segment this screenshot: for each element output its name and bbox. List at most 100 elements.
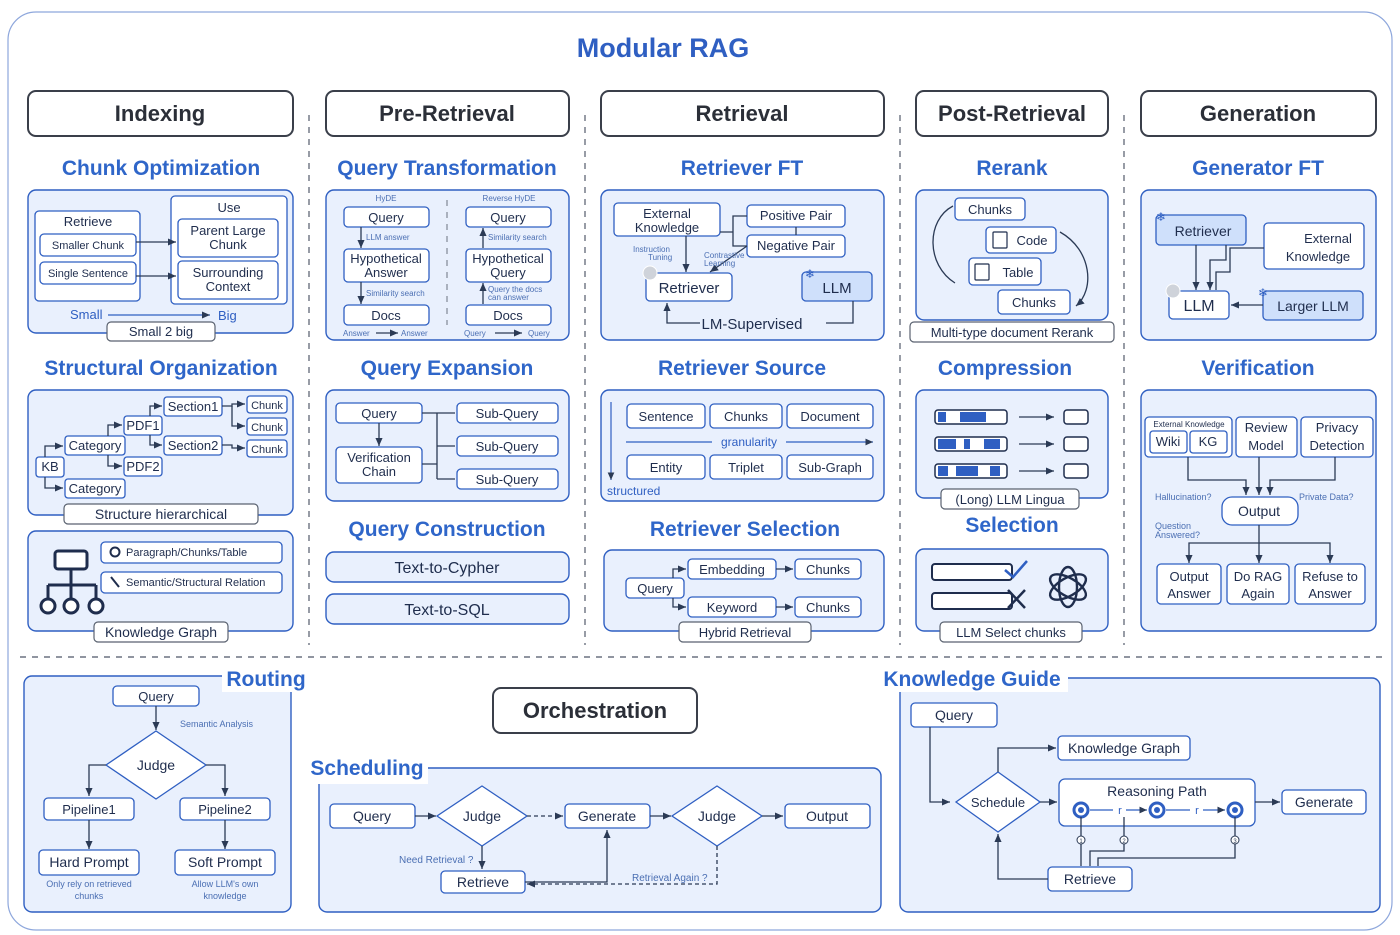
- cross-icon: [1007, 589, 1026, 609]
- instruction-tuning-1: Instruction: [633, 245, 670, 254]
- hard-note-1: Only rely on retrieved: [46, 879, 132, 889]
- section2-node: Section2: [168, 438, 219, 453]
- soft-note-2: knowledge: [203, 891, 246, 901]
- outer-frame: [7, 11, 1393, 931]
- answer-b: Answer: [401, 329, 428, 338]
- chunk-node-2: Chunk: [251, 422, 283, 434]
- step-2-label: 2: [1122, 839, 1126, 845]
- relation-r-2: r: [1195, 805, 1199, 817]
- stage-post-retrieval: Post-Retrieval: [915, 90, 1109, 137]
- sched-output: Output: [806, 808, 848, 824]
- gen-retriever: Retriever: [1175, 223, 1232, 239]
- output-answer-2: Answer: [1167, 586, 1211, 601]
- structural-organization-panel: KB Category Category PDF1 PDF2 Section1 …: [27, 389, 294, 525]
- sel-query: Query: [637, 581, 673, 596]
- soft-note-1: Allow LLM's own: [192, 879, 259, 889]
- kgd-schedule: Schedule: [971, 795, 1025, 810]
- step-3-label: 3: [1233, 839, 1237, 845]
- parent-large-chunk-1: Parent Large: [190, 223, 265, 238]
- sched-retrieve: Retrieve: [457, 874, 509, 890]
- chunk-optimization-panel: Retrieve Smaller Chunk Single Sentence U…: [27, 189, 294, 342]
- negative-pair: Negative Pair: [757, 238, 836, 253]
- source-sub-graph: Sub-Graph: [798, 460, 862, 475]
- query-docs-1: Query the docs: [488, 285, 542, 294]
- sub-query-3: Sub-Query: [476, 472, 539, 487]
- stage-post-retrieval-label: Post-Retrieval: [938, 101, 1086, 126]
- parent-large-chunk-2: Chunk: [209, 237, 247, 252]
- hyp-query-1: Hypothetical: [472, 251, 544, 266]
- table-file-icon: [974, 263, 990, 281]
- sched-judge-2: Judge: [698, 808, 736, 824]
- category-node-1: Category: [69, 438, 122, 453]
- gen-fire-icon: [1165, 283, 1181, 299]
- rft-external-2: Knowledge: [635, 220, 699, 235]
- output-answer-1: Output: [1169, 569, 1208, 584]
- retriever-selection-title: Retriever Selection: [650, 518, 840, 541]
- llm-select-caption: LLM Select chunks: [956, 625, 1066, 640]
- review-model-1: Review: [1245, 420, 1288, 435]
- source-document: Document: [800, 409, 860, 424]
- similarity-search-left: Similarity search: [366, 289, 425, 298]
- surrounding-context-1: Surrounding: [193, 265, 264, 280]
- retrieval-again-label: Retrieval Again ?: [632, 873, 708, 884]
- query-expansion-title: Query Expansion: [361, 357, 534, 380]
- sel-embedding: Embedding: [699, 562, 765, 577]
- gen-external-2: Knowledge: [1286, 249, 1350, 264]
- need-retrieval-label: Need Retrieval ?: [399, 855, 474, 866]
- rerank-chunks-top: Chunks: [968, 202, 1013, 217]
- sel-chunks-1: Chunks: [806, 562, 851, 577]
- kgd-knowledge-graph: Knowledge Graph: [1068, 740, 1180, 756]
- stage-pre-retrieval-label: Pre-Retrieval: [379, 101, 515, 126]
- hyde-label: HyDE: [376, 194, 397, 203]
- hard-prompt: Hard Prompt: [49, 854, 128, 870]
- hallucination-label: Hallucination?: [1155, 492, 1212, 502]
- sched-query: Query: [353, 808, 391, 824]
- kgd-generate: Generate: [1295, 794, 1354, 810]
- query-b: Query: [528, 329, 550, 338]
- retriever-ft-title: Retriever FT: [681, 157, 804, 180]
- compression-bar-icons: [934, 409, 1089, 479]
- gen-snowflake-icon-2: ❄: [1258, 286, 1268, 300]
- structure-hierarchical-caption: Structure hierarchical: [95, 506, 227, 522]
- source-chunks: Chunks: [724, 409, 769, 424]
- kg-item-2: Semantic/Structural Relation: [126, 577, 265, 589]
- knowledge-graph-panel: Paragraph/Chunks/Table Semantic/Structur…: [27, 530, 294, 643]
- source-sentence: Sentence: [639, 409, 694, 424]
- rft-external-1: External: [643, 206, 691, 221]
- verification-title: Verification: [1201, 357, 1314, 380]
- source-entity: Entity: [650, 460, 683, 475]
- similarity-search-right: Similarity search: [488, 233, 547, 242]
- query-transformation-title: Query Transformation: [337, 157, 556, 180]
- rhyde-docs: Docs: [493, 308, 523, 323]
- query-a: Query: [464, 329, 486, 338]
- stage-retrieval: Retrieval: [600, 90, 885, 137]
- qe-query: Query: [361, 406, 397, 421]
- hyp-answer-2: Answer: [364, 265, 408, 280]
- stage-pre-retrieval: Pre-Retrieval: [325, 90, 570, 137]
- single-sentence: Single Sentence: [48, 268, 128, 280]
- hyde-query: Query: [368, 210, 404, 225]
- llm-answer-label: LLM answer: [366, 233, 410, 242]
- pdf1-node: PDF1: [126, 418, 159, 433]
- hybrid-retrieval-caption: Hybrid Retrieval: [699, 625, 792, 640]
- question-answered-2: Answered?: [1155, 530, 1200, 540]
- query-transformation-panel: HyDE Query LLM answer Hypothetical Answe…: [325, 189, 570, 341]
- ver-output: Output: [1238, 503, 1280, 519]
- retrieve-label: Retrieve: [64, 214, 112, 229]
- kb-node: KB: [41, 459, 58, 474]
- retriever-source-panel: Sentence Chunks Document granularity Ent…: [600, 389, 885, 502]
- big-label: Big: [218, 308, 237, 323]
- generator-ft-panel: ❄ Retriever External Knowledge LLM ❄ Lar…: [1140, 189, 1377, 341]
- sub-query-1: Sub-Query: [476, 406, 539, 421]
- code-file-icon: [992, 231, 1008, 249]
- kg-item-1: Paragraph/Chunks/Table: [126, 547, 247, 559]
- chunk-optimization-title: Chunk Optimization: [62, 157, 260, 180]
- text-to-sql: Text-to-SQL: [404, 602, 489, 619]
- gen-external-1: External: [1304, 231, 1352, 246]
- verification-chain-2: Chain: [362, 464, 396, 479]
- knowledge-guide-title: Knowledge Guide: [883, 668, 1060, 691]
- refuse-answer-2: Answer: [1308, 586, 1352, 601]
- small-label: Small: [70, 307, 103, 322]
- smaller-chunk: Smaller Chunk: [52, 240, 125, 252]
- stage-retrieval-label: Retrieval: [696, 101, 789, 126]
